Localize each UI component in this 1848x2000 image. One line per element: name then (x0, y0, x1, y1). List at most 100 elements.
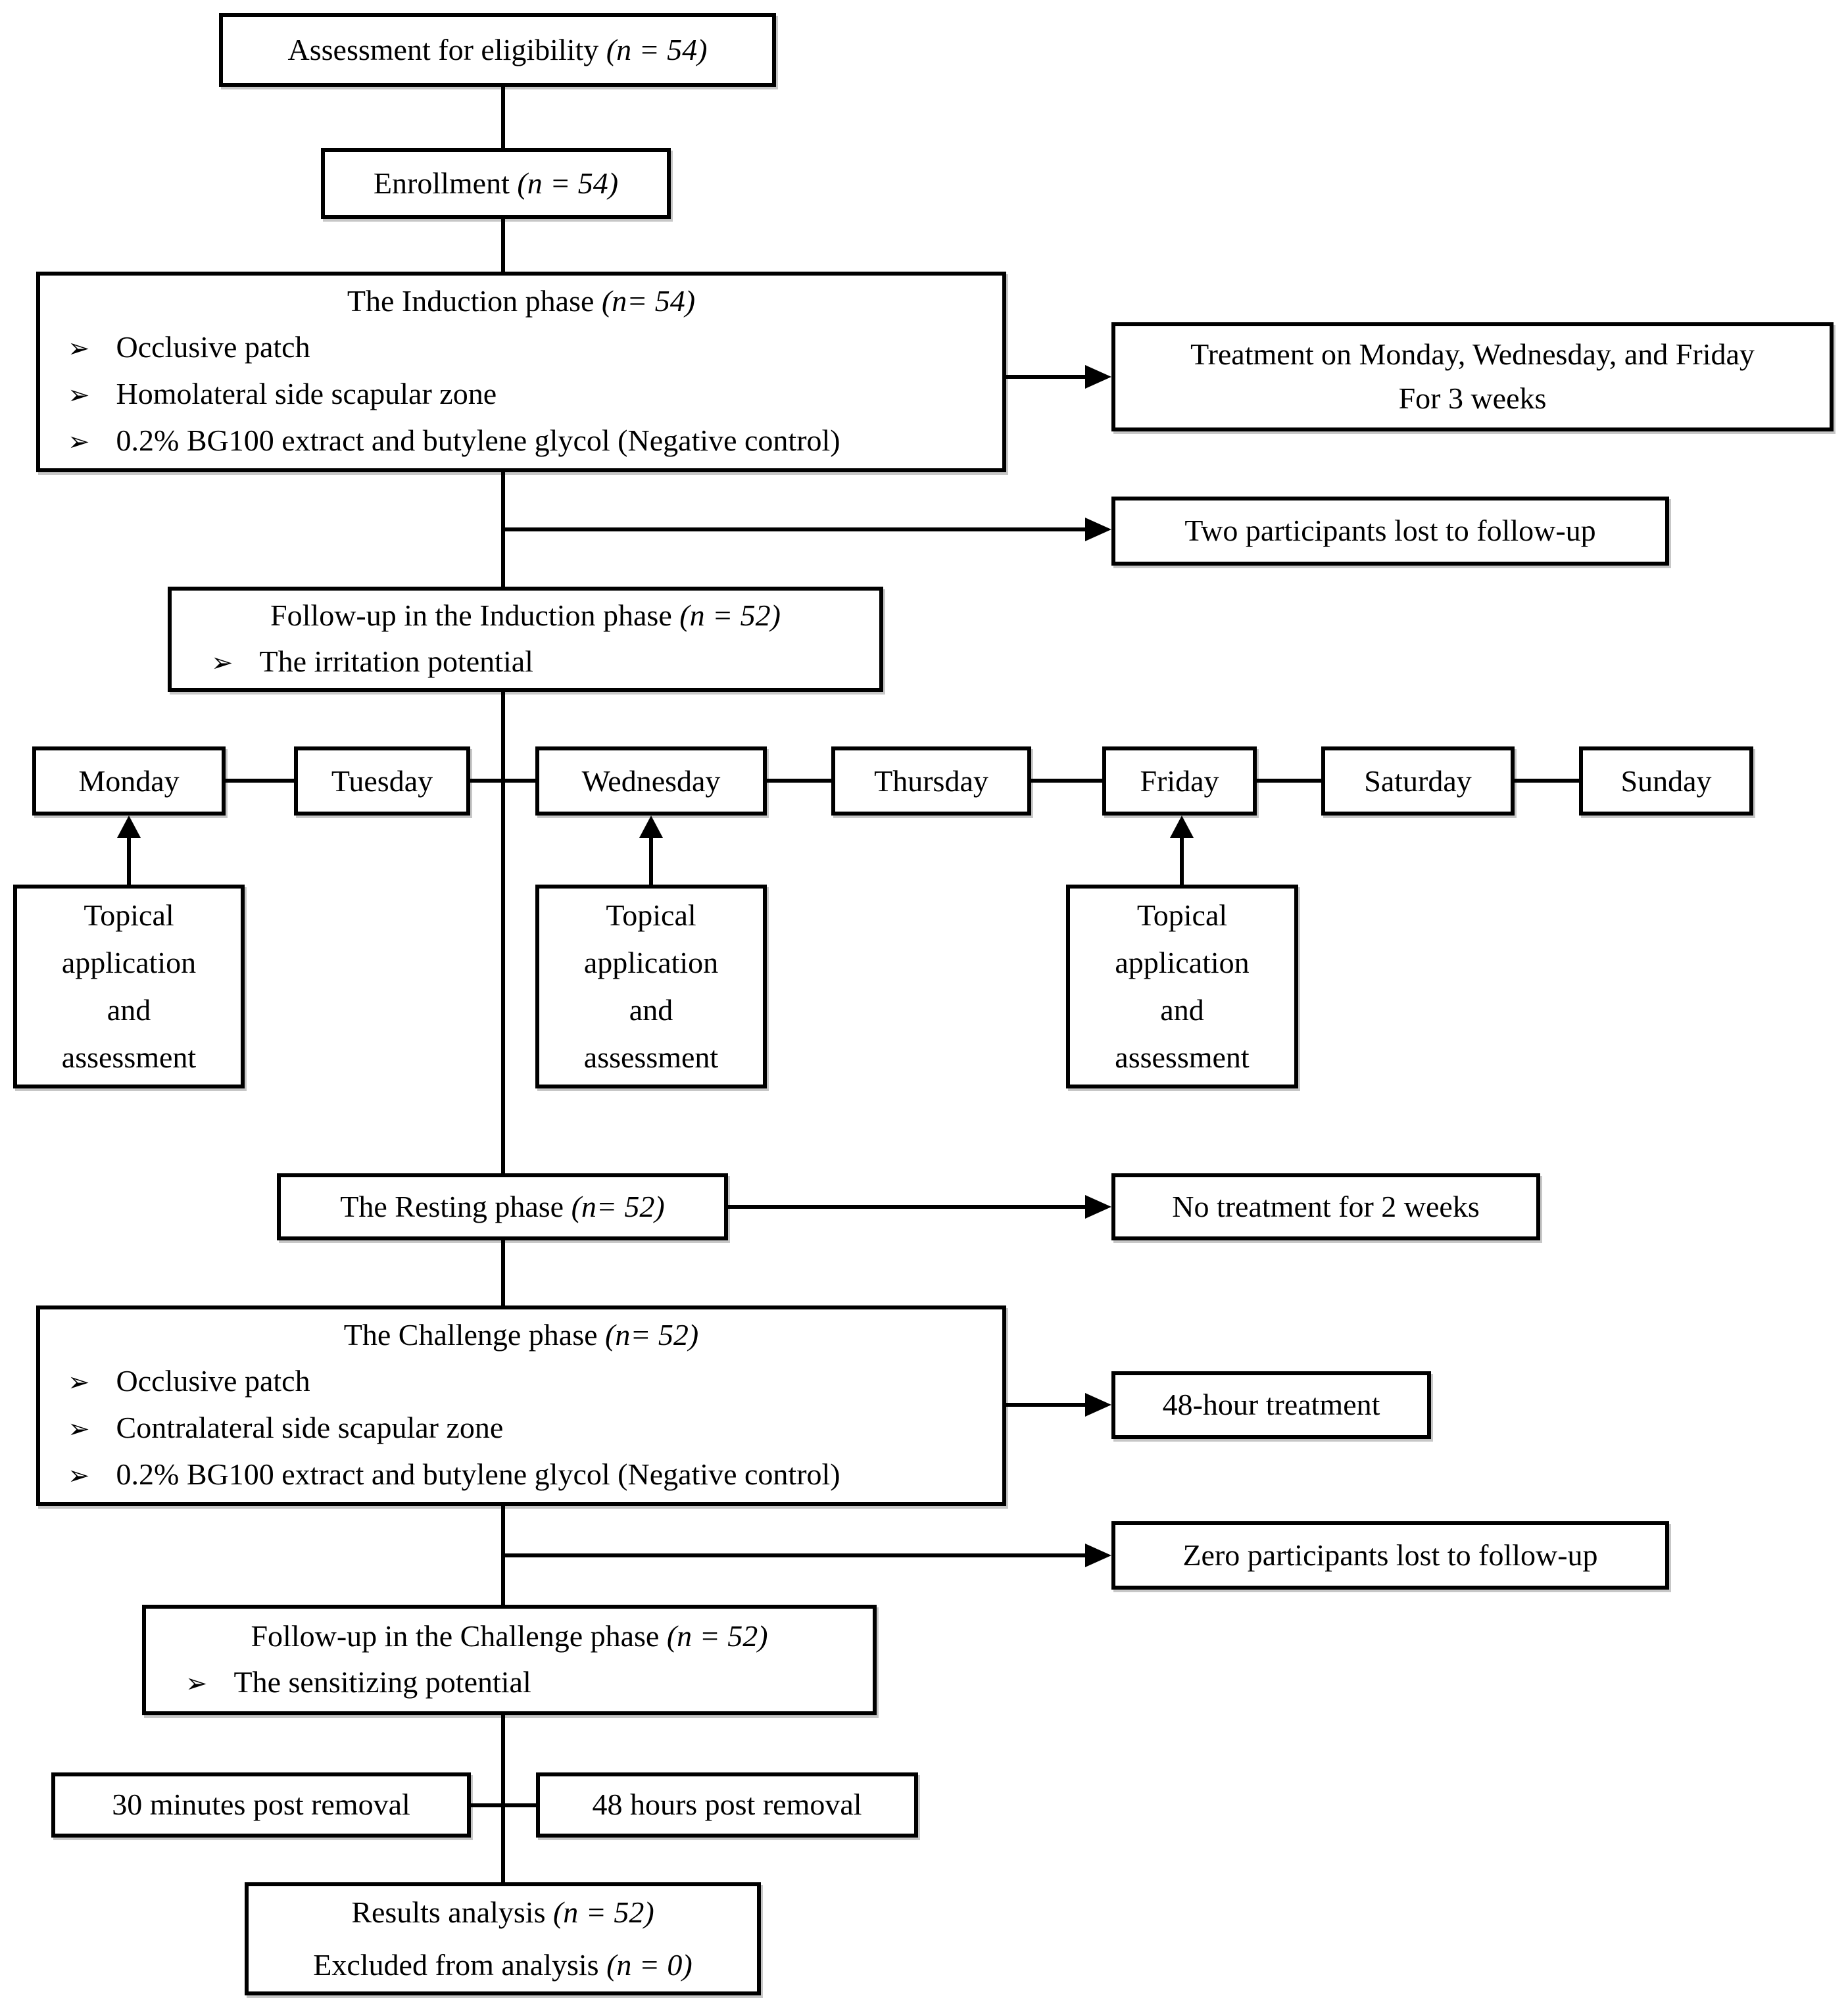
connector-line (1006, 1403, 1086, 1407)
lost-followup-induction-box: Two participants lost to follow-up (1111, 497, 1669, 566)
connector-line (649, 837, 653, 885)
day-box-friday: Friday (1102, 746, 1257, 816)
induction-bullet-list: ➢ Occlusive patch ➢ Homolateral side sca… (40, 324, 1002, 464)
challenge-phase-title: The Challenge phase (n= 52) (343, 1318, 699, 1352)
topical-line: and (1160, 993, 1204, 1027)
treatment-schedule-line1: Treatment on Monday, Wednesday, and Frid… (1190, 337, 1755, 372)
day-label: Tuesday (331, 764, 433, 798)
connector-line (501, 1240, 505, 1305)
no-treatment-box: No treatment for 2 weeks (1111, 1173, 1540, 1240)
arrow-bullet-icon: ➢ (68, 380, 90, 411)
challenge-bullet-list: ➢ Occlusive patch ➢ Contralateral side s… (40, 1357, 1002, 1498)
day-label: Saturday (1364, 764, 1472, 798)
lost-followup-induction-label: Two participants lost to follow-up (1184, 514, 1596, 548)
topical-line: application (61, 946, 197, 979)
challenge-phase-box: The Challenge phase (n= 52) ➢ Occlusive … (36, 1305, 1006, 1506)
day-box-monday: Monday (32, 746, 226, 816)
arrow-bullet-icon: ➢ (68, 1461, 90, 1492)
arrow-right-icon (1085, 518, 1111, 541)
connector-line (501, 1715, 505, 1882)
day-label: Friday (1140, 764, 1219, 798)
treatment-48h-box: 48-hour treatment (1111, 1371, 1431, 1439)
list-item: ➢ Contralateral side scapular zone (68, 1404, 1002, 1451)
followup-challenge-bullet-list: ➢ The sensitizing potential (146, 1659, 873, 1705)
followup-challenge-box: Follow-up in the Challenge phase (n = 52… (142, 1605, 877, 1715)
topical-application-box-wednesday: Topical application and assessment (535, 885, 767, 1088)
resting-phase-title: The Resting phase (n= 52) (340, 1189, 665, 1223)
topical-line: and (107, 993, 151, 1027)
treatment-48h-label: 48-hour treatment (1162, 1388, 1380, 1422)
assessment-eligibility-box: Assessment for eligibility (n = 54) (219, 13, 776, 87)
connector-line (226, 779, 294, 783)
list-item: ➢ The irritation potential (211, 638, 879, 685)
post-48h-label: 48 hours post removal (592, 1788, 862, 1822)
post-30min-label: 30 minutes post removal (112, 1788, 410, 1822)
topical-line: assessment (583, 1040, 719, 1074)
topical-application-box-monday: Topical application and assessment (13, 885, 245, 1088)
topical-line: Topical (1136, 898, 1228, 932)
connector-line (501, 219, 505, 272)
followup-challenge-title: Follow-up in the Challenge phase (n = 52… (251, 1619, 768, 1653)
connector-line (501, 692, 505, 1173)
connector-line (1515, 779, 1579, 783)
enrollment-label: Enrollment (n = 54) (373, 166, 619, 200)
list-item: ➢ The sensitizing potential (185, 1659, 873, 1705)
connector-line (1031, 779, 1102, 783)
arrow-right-icon (1085, 1544, 1111, 1567)
induction-phase-title: The Induction phase (n= 54) (347, 284, 696, 318)
arrow-up-icon (639, 816, 663, 838)
connector-line (471, 1803, 536, 1807)
day-box-tuesday: Tuesday (294, 746, 470, 816)
arrow-right-icon (1085, 365, 1111, 389)
list-item: ➢ Occlusive patch (68, 1357, 1002, 1404)
arrow-up-icon (1170, 816, 1194, 838)
followup-induction-bullet-list: ➢ The irritation potential (172, 638, 879, 685)
connector-line (503, 1553, 1086, 1557)
results-line1: Results analysis (n = 52) (351, 1895, 654, 1929)
lost-followup-challenge-box: Zero participants lost to follow-up (1111, 1521, 1669, 1590)
topical-line: application (583, 946, 719, 979)
connector-line (1006, 375, 1086, 379)
results-analysis-box: Results analysis (n = 52) Excluded from … (245, 1882, 761, 1995)
day-box-wednesday: Wednesday (535, 746, 767, 816)
followup-induction-title: Follow-up in the Induction phase (n = 52… (270, 598, 781, 632)
connector-line (728, 1205, 1086, 1209)
day-label: Monday (78, 764, 180, 798)
list-item: ➢ Homolateral side scapular zone (68, 370, 1002, 417)
post-30min-box: 30 minutes post removal (51, 1772, 471, 1838)
connector-line (470, 779, 535, 783)
connector-line (501, 87, 505, 148)
connector-line (127, 837, 131, 885)
day-label: Thursday (874, 764, 988, 798)
topical-line: assessment (61, 1040, 197, 1074)
list-item: ➢ Occlusive patch (68, 324, 1002, 370)
results-line2: Excluded from analysis (n = 0) (313, 1948, 693, 1982)
treatment-schedule-box: Treatment on Monday, Wednesday, and Frid… (1111, 322, 1834, 431)
day-box-sunday: Sunday (1579, 746, 1753, 816)
arrow-right-icon (1085, 1195, 1111, 1219)
topical-application-box-friday: Topical application and assessment (1066, 885, 1298, 1088)
resting-phase-box: The Resting phase (n= 52) (277, 1173, 728, 1240)
arrow-right-icon (1085, 1393, 1111, 1417)
connector-line (1257, 779, 1321, 783)
arrow-bullet-icon: ➢ (185, 1668, 208, 1699)
assessment-label: Assessment for eligibility (n = 54) (287, 32, 708, 66)
enrollment-box: Enrollment (n = 54) (321, 148, 671, 219)
day-label: Wednesday (581, 764, 721, 798)
no-treatment-label: No treatment for 2 weeks (1172, 1189, 1480, 1223)
arrow-bullet-icon: ➢ (68, 1414, 90, 1445)
topical-line: Topical (606, 898, 696, 932)
treatment-schedule-line2: For 3 weeks (1398, 381, 1547, 415)
list-item: ➢ 0.2% BG100 extract and butylene glycol… (68, 1451, 1002, 1498)
arrow-bullet-icon: ➢ (211, 647, 233, 678)
arrow-bullet-icon: ➢ (68, 427, 90, 458)
day-label: Sunday (1620, 764, 1712, 798)
list-item: ➢ 0.2% BG100 extract and butylene glycol… (68, 417, 1002, 464)
arrow-up-icon (117, 816, 141, 838)
arrow-bullet-icon: ➢ (68, 333, 90, 364)
topical-line: and (629, 993, 673, 1027)
followup-induction-box: Follow-up in the Induction phase (n = 52… (168, 587, 883, 692)
connector-line (503, 527, 1086, 531)
topical-line: assessment (1115, 1040, 1250, 1074)
